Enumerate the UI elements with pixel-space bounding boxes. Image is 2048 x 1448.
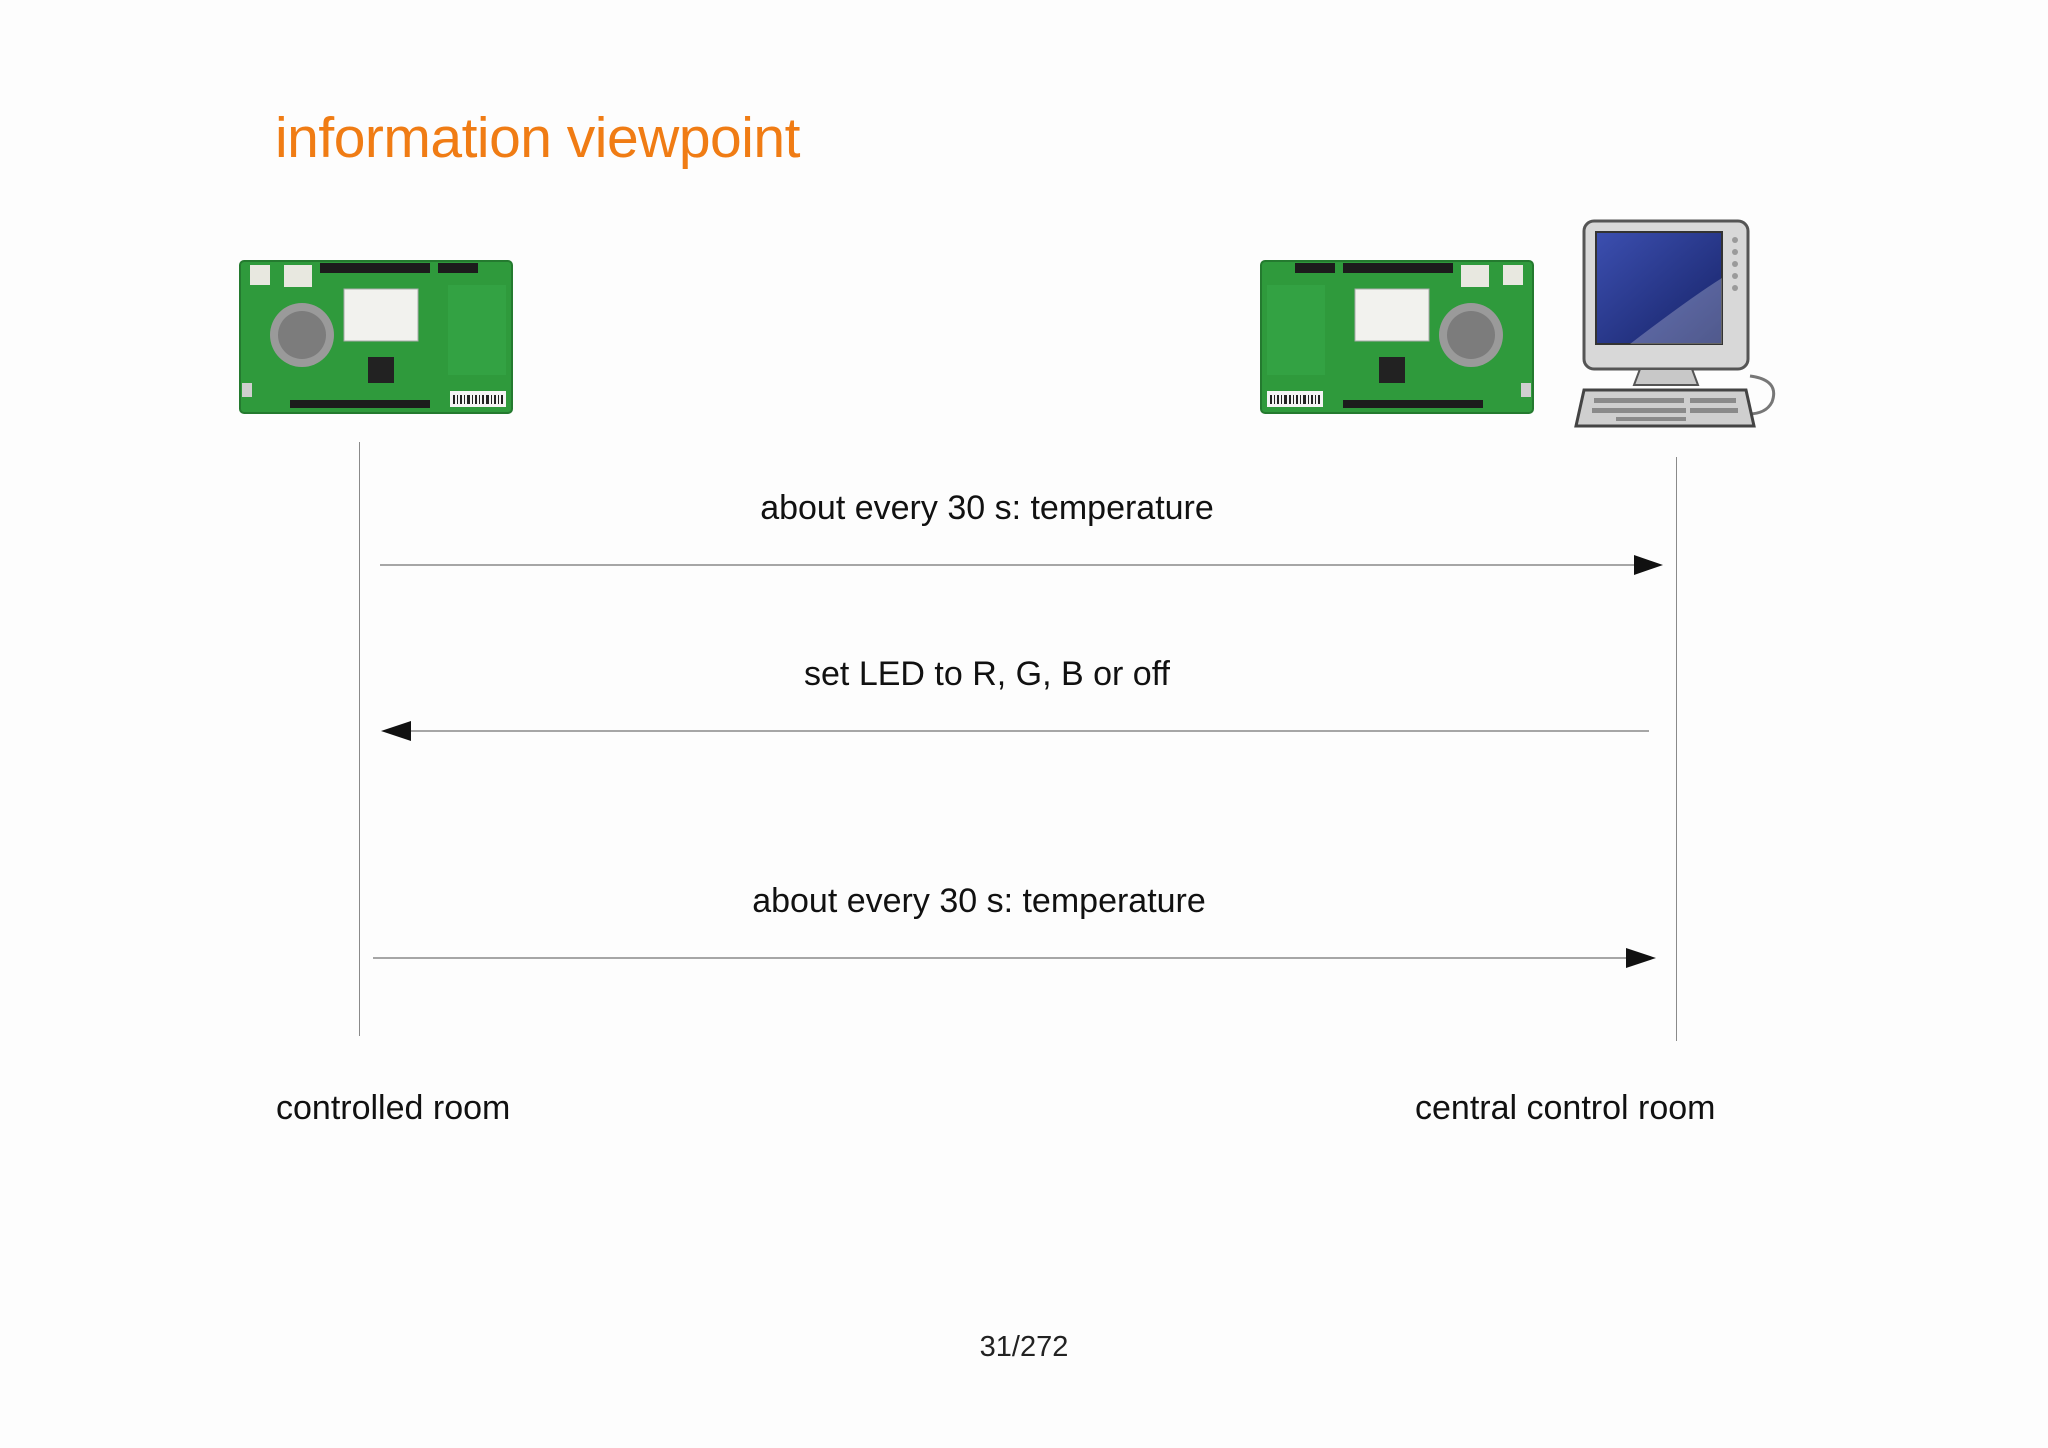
page-number: 31/272	[979, 1331, 1069, 1363]
message-arrow-2	[381, 721, 1649, 741]
message-arrow-3	[373, 948, 1656, 968]
message-label-2: set LED to R, G, B or off	[804, 655, 1170, 693]
actor-label-central-control-room: central control room	[1415, 1089, 1716, 1127]
message-arrow-1	[380, 555, 1663, 575]
circuit-board-icon	[239, 260, 513, 414]
actor-label-controlled-room: controlled room	[276, 1089, 511, 1127]
lifeline-central-control-room	[1676, 457, 1677, 1041]
message-label-3: about every 30 s: temperature	[752, 882, 1206, 920]
circuit-board-icon	[1260, 260, 1534, 414]
slide-title: information viewpoint	[275, 106, 800, 170]
message-label-1: about every 30 s: temperature	[760, 489, 1214, 527]
computer-icon	[1574, 219, 1776, 428]
lifeline-controlled-room	[359, 442, 360, 1036]
